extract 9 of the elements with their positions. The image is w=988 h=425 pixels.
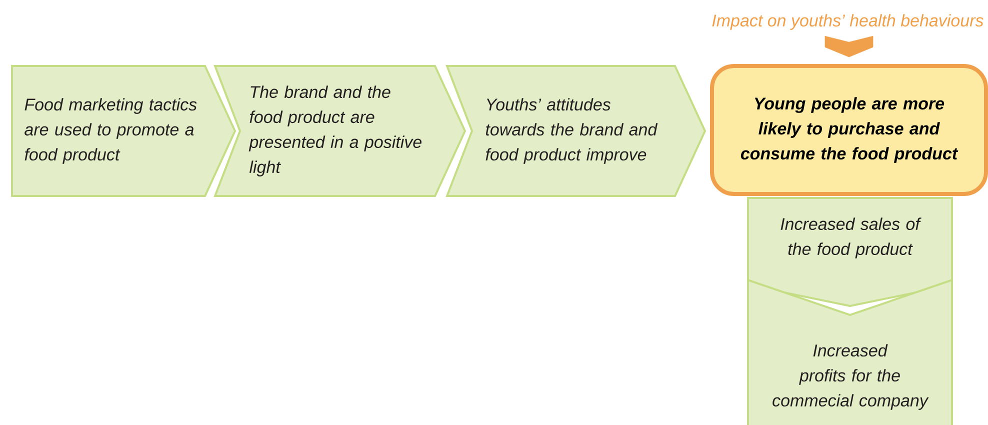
arrow-box: Food marketing tactics are used to promote a food product — [11, 65, 236, 197]
arrow-box: Increased profits for the commecial company — [747, 278, 953, 425]
chevron-arrow — [824, 36, 874, 58]
highlight-box: Young people are more likely to purchase and consume the food product — [710, 64, 988, 196]
arrow-box: Youths’ attitudes towards the brand and food product improve — [446, 65, 706, 197]
node-label: Increased profits for the commecial company — [772, 344, 929, 410]
heading-text: Impact on youths’ health behaviours — [712, 14, 984, 30]
arrow-box: The brand and the food product are presented in a positive light — [214, 65, 466, 197]
arrow-box: Increased sales of the food product — [747, 197, 953, 308]
